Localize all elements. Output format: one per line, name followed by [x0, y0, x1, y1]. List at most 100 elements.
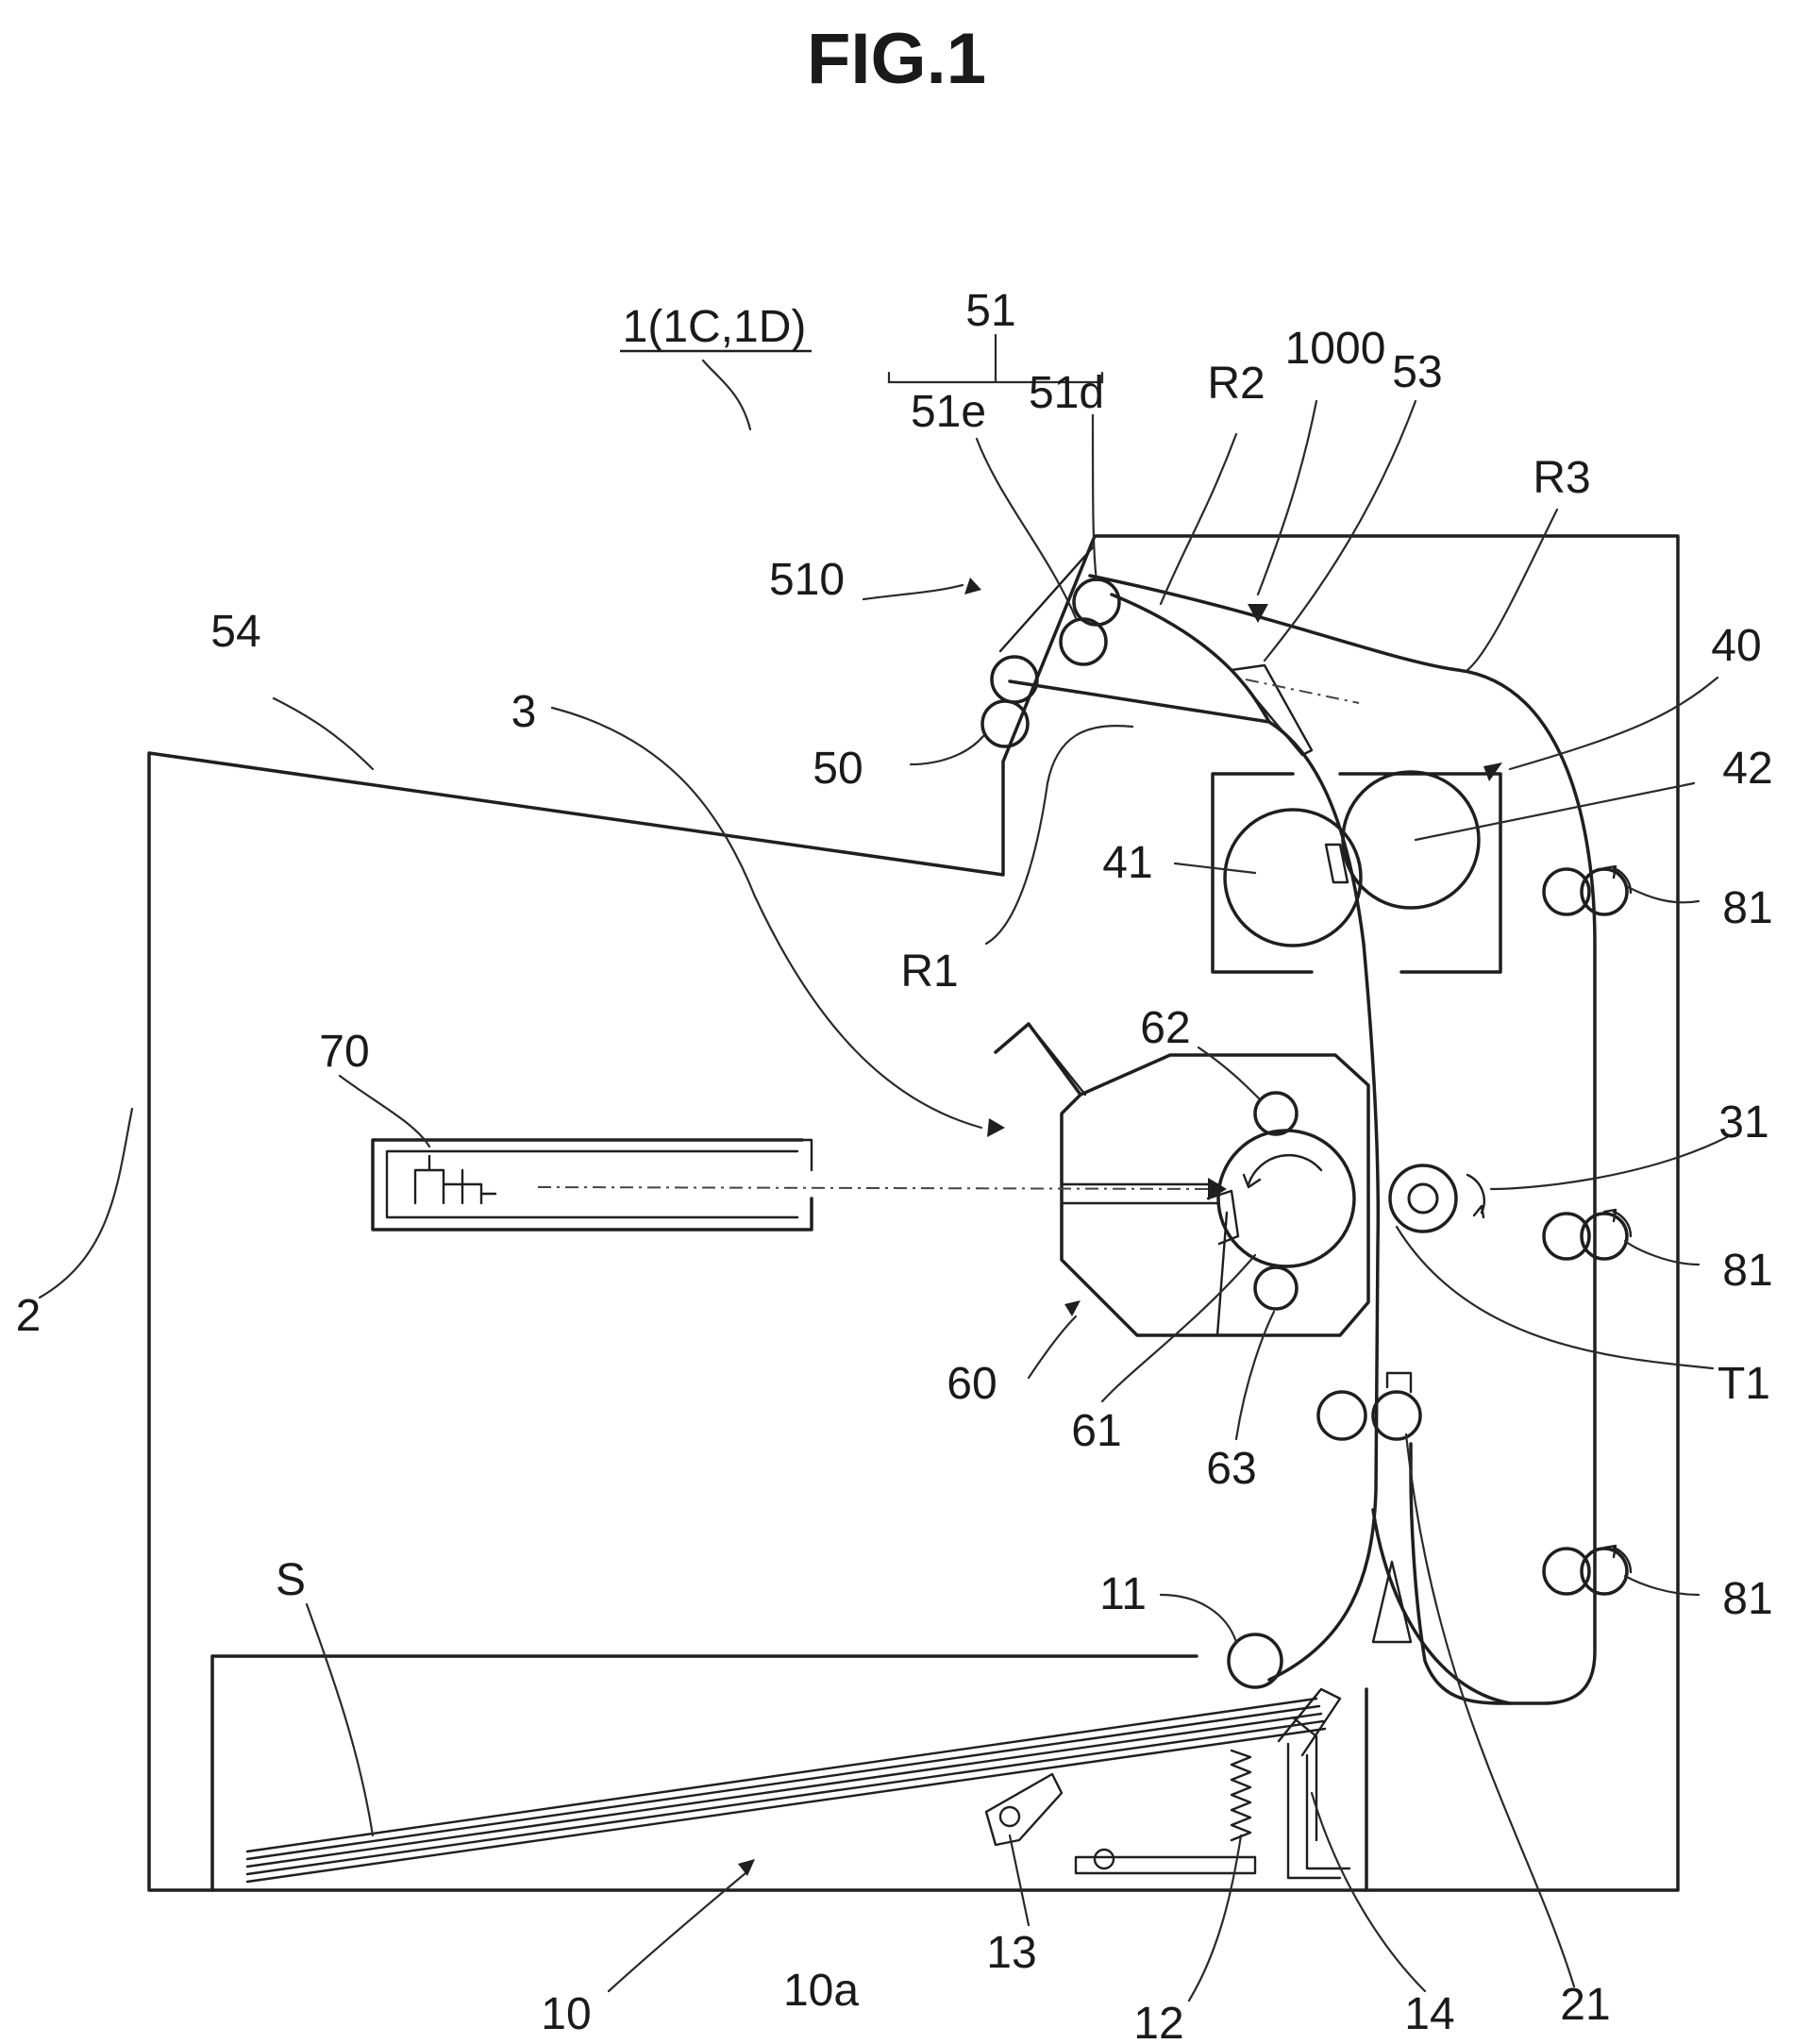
guide-triangle	[1373, 1562, 1411, 1642]
drum-rotation-arrow	[1244, 1155, 1321, 1187]
leader-R2	[1161, 434, 1236, 604]
switching-gate	[1232, 665, 1312, 755]
label-R3: R3	[1533, 453, 1590, 503]
separation-pad	[986, 1774, 1062, 1845]
housing	[149, 536, 1678, 1890]
leader-63	[1236, 1312, 1274, 1439]
label-41: 41	[1102, 838, 1152, 888]
label-62: 62	[1140, 1003, 1190, 1053]
leader-device	[703, 360, 750, 429]
label-60: 60	[947, 1359, 997, 1409]
leader-11	[1161, 1595, 1236, 1642]
label-R2: R2	[1207, 359, 1265, 409]
leader-54	[274, 698, 373, 769]
figure-title: FIG.1	[807, 19, 986, 99]
leader-81c	[1625, 1576, 1699, 1595]
transfer-rotation-arrow	[1467, 1175, 1484, 1217]
pressure-roller-42	[1343, 772, 1479, 908]
label-51e: 51e	[911, 387, 986, 437]
duplex-return	[1373, 1510, 1510, 1703]
leader-51e	[977, 439, 1076, 618]
label-42: 42	[1722, 744, 1772, 794]
label-63: 63	[1206, 1444, 1256, 1494]
label-51d: 51d	[1029, 368, 1104, 418]
leader-S	[307, 1604, 373, 1835]
main-paper-path	[1010, 681, 1378, 1680]
leader-12	[1189, 1835, 1241, 2001]
label-13: 13	[986, 1928, 1036, 1978]
leader-13	[1010, 1835, 1029, 1925]
registration-guide	[1387, 1373, 1411, 1392]
leader-41	[1175, 863, 1255, 873]
leader-T1	[1397, 1227, 1713, 1368]
label-81c: 81	[1722, 1574, 1772, 1624]
leader-60	[1029, 1316, 1076, 1378]
leader-510	[863, 585, 963, 599]
label-T1: T1	[1718, 1359, 1770, 1409]
label-12: 12	[1133, 1999, 1183, 2044]
leader-2	[40, 1109, 132, 1298]
label-14: 14	[1404, 1989, 1454, 2039]
label-50: 50	[813, 744, 863, 794]
cartridge-blade	[1208, 1191, 1238, 1335]
label-device: 1(1C,1D)	[623, 302, 807, 352]
exit-roller-50-lower	[982, 701, 1028, 746]
duplex-path	[1090, 576, 1595, 1703]
leader-R3	[1467, 510, 1557, 670]
photosensitive-drum-61	[1218, 1131, 1354, 1266]
label-31: 31	[1718, 1097, 1768, 1148]
base-link	[1076, 1850, 1255, 1873]
label-21: 21	[1560, 1980, 1610, 2030]
arrow-60	[1064, 1300, 1081, 1316]
process-cartridge	[996, 1024, 1368, 1335]
label-54: 54	[210, 607, 260, 657]
label-10a: 10a	[783, 1966, 859, 2016]
charging-roller-62	[1255, 1093, 1297, 1134]
arrow-3	[987, 1118, 1005, 1137]
leader-70	[340, 1076, 429, 1147]
leader-53	[1265, 401, 1416, 661]
leader-14	[1312, 1793, 1425, 1991]
paper-stack	[247, 1699, 1325, 1882]
arrow-510	[964, 578, 981, 595]
label-R1: R1	[900, 947, 958, 997]
exposure-unit	[373, 1140, 812, 1230]
label-51: 51	[965, 286, 1015, 336]
laser-beam	[538, 1187, 1217, 1189]
label-2: 2	[16, 1291, 42, 1341]
registration-roller-left	[1318, 1392, 1366, 1439]
leader-81b	[1625, 1241, 1699, 1265]
leader-R1	[986, 726, 1132, 944]
label-81b: 81	[1722, 1246, 1772, 1296]
registration-roller-right	[1373, 1392, 1420, 1439]
leader-31	[1491, 1137, 1727, 1189]
label-53: 53	[1392, 347, 1442, 397]
leader-3	[552, 708, 981, 1128]
label-S: S	[276, 1555, 306, 1605]
developing-roller-63	[1255, 1267, 1297, 1309]
label-510: 510	[769, 555, 845, 605]
label-70: 70	[319, 1027, 369, 1077]
transfer-roller-31	[1390, 1165, 1456, 1231]
leader-21	[1406, 1434, 1574, 1986]
leader-51d	[1093, 415, 1097, 580]
label-11: 11	[1099, 1569, 1147, 1619]
leader-50	[911, 736, 983, 764]
exit-roller-50-upper	[992, 657, 1037, 702]
exit-roller-51e	[1061, 619, 1106, 664]
spring	[1232, 1751, 1250, 1840]
label-81a: 81	[1722, 883, 1772, 933]
gate-alt-position	[1246, 679, 1359, 703]
label-1000: 1000	[1285, 324, 1386, 374]
exposure-window	[1062, 1184, 1217, 1203]
leader-81a	[1628, 887, 1699, 902]
leader-1000	[1258, 401, 1316, 595]
transfer-roller-core	[1409, 1184, 1437, 1213]
label-61: 61	[1071, 1406, 1121, 1456]
leader-61	[1102, 1255, 1255, 1401]
label-3: 3	[511, 687, 537, 737]
label-40: 40	[1711, 621, 1761, 671]
heating-roller-41	[1225, 810, 1361, 946]
label-10: 10	[541, 1989, 591, 2039]
